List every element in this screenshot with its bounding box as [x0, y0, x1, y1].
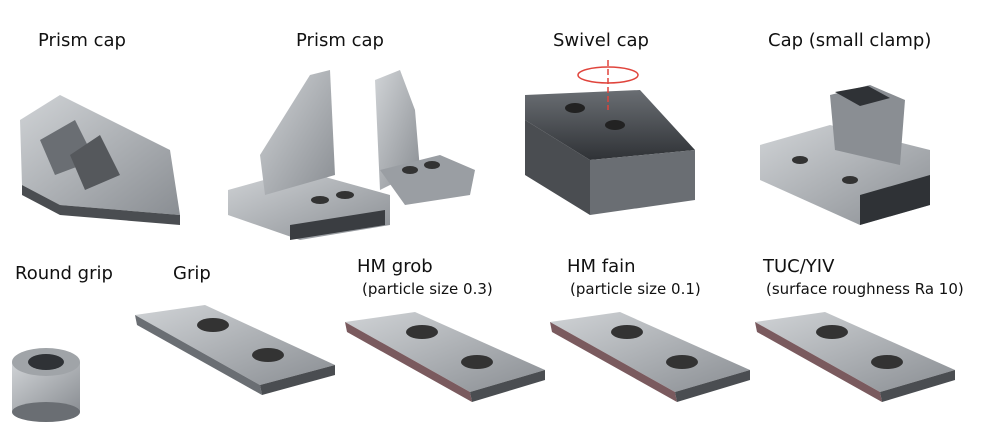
label-tuc-yiv: TUC/YIV	[763, 256, 835, 277]
sublabel-hm-grob: (particle size 0.3)	[362, 280, 493, 298]
label-swivel-cap: Swivel cap	[553, 30, 649, 51]
label-prism-cap-2: Prism cap	[296, 30, 384, 51]
tuc-yiv-image	[755, 312, 955, 402]
swivel-cap-image	[525, 60, 695, 215]
sublabel-tuc-yiv: (surface roughness Ra 10)	[766, 280, 964, 298]
prism-cap-small-image	[20, 95, 180, 225]
prism-cap-large-image	[228, 70, 475, 240]
grip-image	[135, 305, 335, 395]
hm-grob-image	[345, 312, 545, 402]
rotation-arrow-icon	[577, 66, 639, 84]
cap-small-clamp-image	[760, 85, 930, 225]
round-grip-image	[12, 348, 80, 422]
label-hm-grob: HM grob	[357, 256, 433, 277]
hm-fain-image	[550, 312, 750, 402]
label-prism-cap-1: Prism cap	[38, 30, 126, 51]
label-hm-fain: HM fain	[567, 256, 636, 277]
label-cap-small-clamp: Cap (small clamp)	[768, 30, 932, 51]
sublabel-hm-fain: (particle size 0.1)	[570, 280, 701, 298]
label-round-grip: Round grip	[15, 263, 113, 284]
label-grip: Grip	[173, 263, 211, 284]
